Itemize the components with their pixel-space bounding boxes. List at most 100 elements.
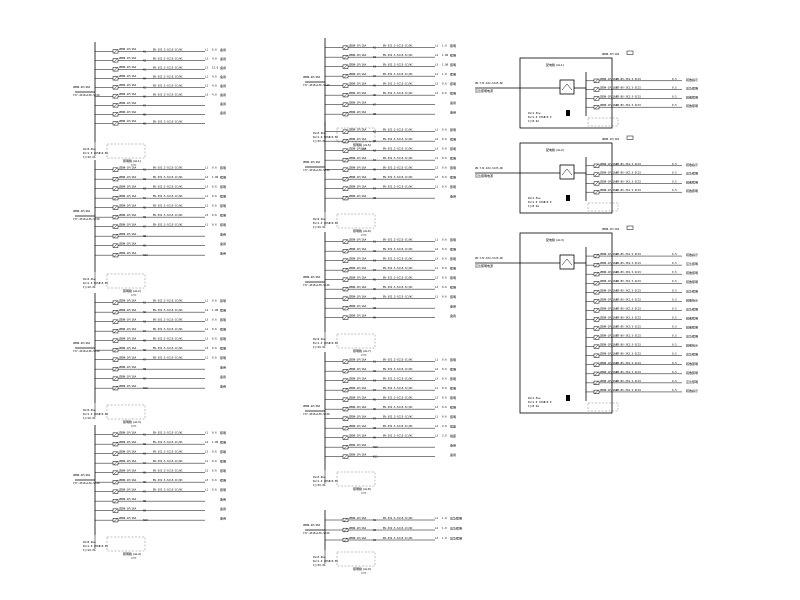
box-label: 配电箱 (AL1)	[546, 62, 564, 67]
branch-cable-label: BV-3X2.5-SC15-CC/WC	[383, 257, 413, 261]
circuit-description: 照明	[450, 176, 456, 180]
box-note	[587, 117, 619, 127]
circuit-description: 备用	[220, 65, 226, 70]
phase-label: L2	[205, 308, 209, 312]
phase-label: L1	[435, 266, 439, 270]
box-circuit-description: 疏散照明	[686, 370, 698, 375]
circuit-description: 备用	[450, 110, 456, 115]
load-kw-label: 0.6	[212, 299, 217, 303]
circuit-description: 备用	[220, 110, 226, 115]
load-kw-label: 0.6	[212, 194, 217, 198]
box-load-label: 0.5	[672, 379, 677, 383]
panel-current-label: Ij=10.0A	[83, 155, 96, 159]
load-kw-label: 1.06	[442, 53, 449, 57]
box-note	[587, 202, 619, 212]
phase-label: L2	[435, 247, 439, 251]
branch-cable-label: BV-3X2.5-SC15-CC/WC	[383, 147, 413, 151]
phase-label: L3	[435, 91, 439, 95]
load-kw-label: 0.6	[442, 257, 447, 261]
breaker-contact	[113, 329, 118, 333]
enclosure-note	[106, 143, 146, 159]
branch-breaker-label: ZBDN-1P/16A	[119, 384, 137, 388]
breaker-contact	[594, 372, 599, 376]
breaker-contact	[113, 508, 118, 513]
breaker-contact	[594, 390, 599, 394]
circuit-description: 照明	[450, 368, 456, 372]
breaker-contact	[113, 167, 118, 172]
panel-power-label: Pe=0.0kw	[83, 408, 96, 412]
box-branch-cable: ZR-BV-3X2.5-SC15	[616, 179, 641, 183]
branch-cable-label: BV-3X2.5-SC15-CC/WC	[383, 396, 413, 400]
load-kw-label: 1.0	[442, 44, 447, 48]
box-branch-cable: ZR-BV-3X2.5-SC15	[616, 103, 641, 107]
box-enclosure	[519, 232, 613, 414]
phase-label: L1	[205, 47, 209, 51]
phase-label: L1	[435, 72, 439, 76]
box-load-label: 0.5	[672, 179, 677, 183]
breaker-contact	[113, 367, 118, 371]
breaker-contact	[113, 94, 118, 98]
branch-breaker-label: ZBDN-1P/16A	[119, 203, 137, 207]
breaker-contact	[113, 338, 118, 343]
box-load-label: 0.5	[672, 162, 677, 166]
breaker-contact	[343, 258, 348, 263]
branch-breaker-label: ZBDN-1P/16A	[119, 74, 137, 78]
branch-cable-label: BV-3X2.5-SC15-CC/WC	[153, 346, 183, 350]
branch-breaker-label: ZBDN-1P/16A	[119, 194, 137, 198]
phase-label: L2	[205, 204, 209, 208]
phase-label: L1	[205, 459, 209, 463]
box-breaker-label: ZBDN-1P/10A	[600, 103, 618, 107]
circuit-description: 照明	[220, 223, 226, 227]
ats-block	[559, 164, 575, 180]
load-kw-label: 0.6	[442, 128, 447, 132]
box-branch-cable: ZR-BV-3X2.5-SC15	[616, 315, 641, 319]
branch-cable-label: BV-3X2.5-SC15-CC/WC	[153, 47, 183, 51]
load-kw-label: 0.6	[442, 367, 447, 371]
load-kw-label: 0.6	[212, 459, 217, 463]
breaker-contact	[343, 45, 348, 50]
box-circuit-description: 疏散照明	[686, 179, 698, 184]
branch-cable-label: BV-3X2.5-SC15-CC/WC	[153, 92, 183, 96]
enclosure-note	[106, 536, 146, 552]
breaker-contact	[113, 480, 118, 484]
box-current-label: Ij=8.0A	[528, 404, 539, 408]
box-load-label: 0.5	[672, 297, 677, 301]
box-load-label: 0.5	[672, 103, 677, 107]
branch-breaker-label: ZBDN-1P/16A	[349, 452, 367, 456]
phase-label: L3	[205, 346, 209, 350]
branch-cable-label: BV-3X2.5-SC15-CC/WC	[383, 285, 413, 289]
box-breaker-label: ZBDN-1P/10A	[600, 288, 618, 292]
panel-model: PZ30	[361, 234, 367, 237]
branch-breaker-label: ZBDN-1P/16A	[119, 232, 137, 236]
enclosure-note	[336, 551, 376, 567]
breaker-contact	[113, 518, 118, 522]
branch-cable-label: BV-3X2.5-SC15-CC/WC	[383, 91, 413, 95]
branch-breaker-label: ZBDN-1P/16A	[349, 304, 367, 308]
breaker-contact	[343, 249, 348, 253]
incoming-breaker-label: ZBDN-4P/40A	[303, 75, 321, 79]
circuit-description: 照明	[220, 347, 226, 351]
panel-label: 照明箱 (AL8)	[353, 486, 371, 491]
